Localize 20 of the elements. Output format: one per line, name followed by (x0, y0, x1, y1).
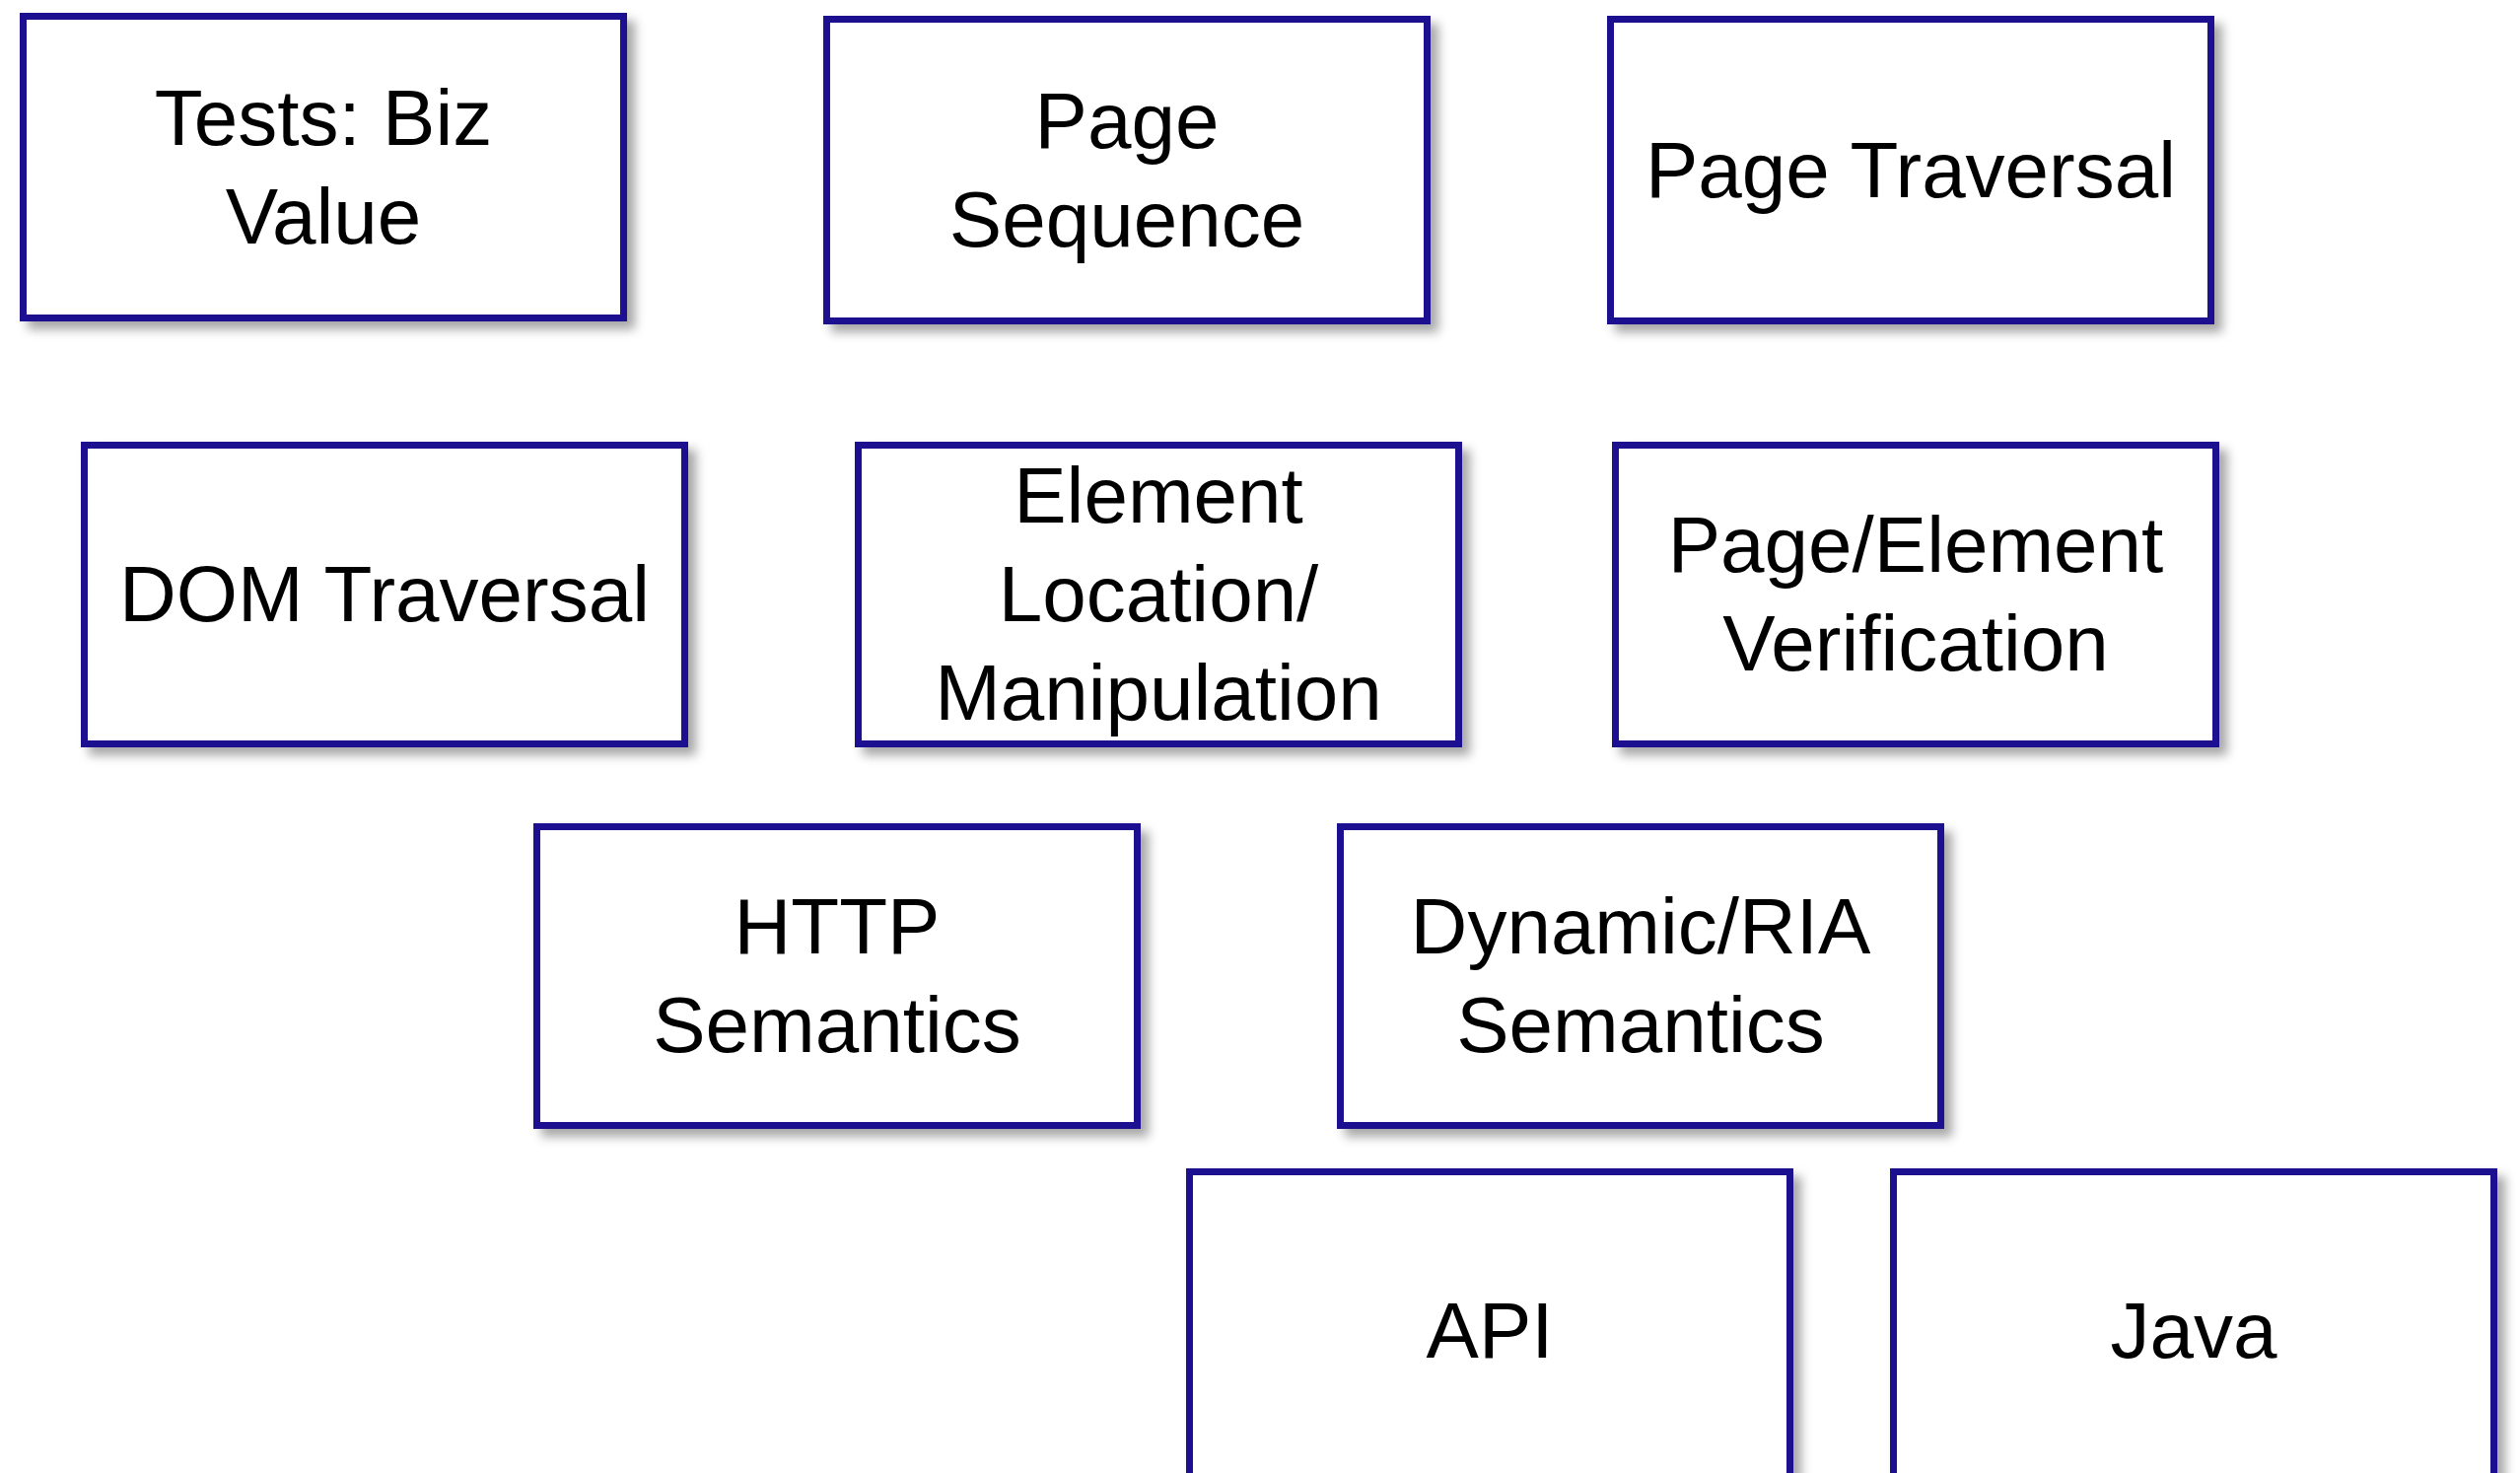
label-box (1612, 442, 2219, 747)
box-label: Page/Element Verification (1666, 500, 2165, 689)
label-box (855, 442, 1462, 747)
box-label: HTTP Semantics (652, 881, 1022, 1071)
label-box (81, 442, 688, 747)
box-label: Tests: Biz Value (153, 72, 494, 262)
label-box (1337, 823, 1944, 1129)
label-box (1186, 1168, 1793, 1473)
box-label: DOM Traversal (118, 549, 651, 640)
box-label: Java (2109, 1286, 2278, 1376)
label-box (20, 13, 627, 321)
box-label: Element Location/ Manipulation (934, 451, 1383, 738)
box-label: Page Traversal (1644, 124, 2177, 216)
label-box (1607, 16, 2214, 324)
label-box (1890, 1168, 2497, 1473)
box-label: Dynamic/RIA Semantics (1409, 881, 1872, 1071)
box-label: API (1425, 1286, 1555, 1376)
label-box (533, 823, 1141, 1129)
label-box (823, 16, 1431, 324)
box-label: Page Sequence (947, 75, 1306, 265)
